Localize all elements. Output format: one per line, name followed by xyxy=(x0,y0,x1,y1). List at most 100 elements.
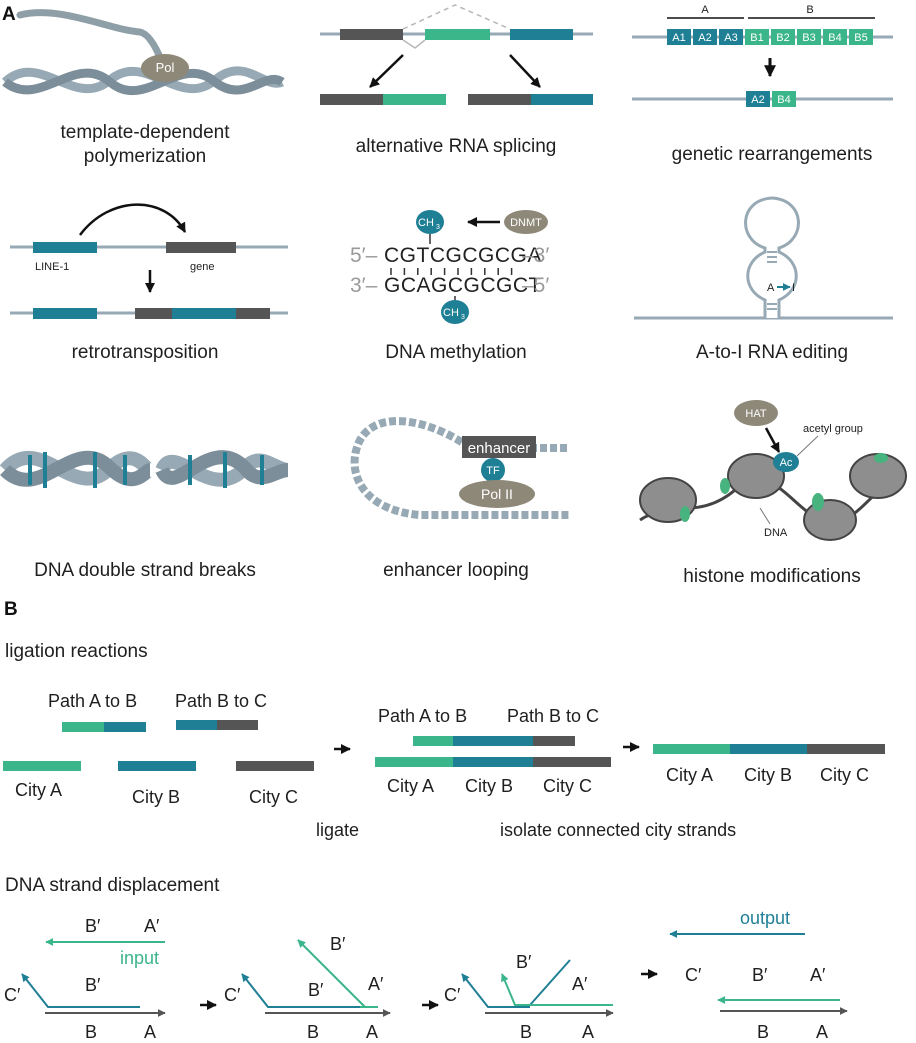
tf-label: TF xyxy=(486,465,500,477)
out-a2: A2 xyxy=(751,94,764,106)
rna-editing-diagram: A I xyxy=(634,196,893,320)
segment-a2 xyxy=(693,29,717,45)
output-label: output xyxy=(740,908,790,928)
title-ligation: ligation reactions xyxy=(5,641,148,662)
ligation-hybrid: Path A to B Path B to C City A City B Ci… xyxy=(375,706,611,796)
caption-histone: histone modifications xyxy=(683,566,860,587)
s2-bprime-top: B′ xyxy=(330,934,346,954)
city-b-label-3: City B xyxy=(744,765,792,785)
ac-label: Ac xyxy=(780,457,793,469)
segment-b3 xyxy=(797,29,821,45)
city-a-label-1: City A xyxy=(15,780,62,800)
isolate-label: isolate connected city strands xyxy=(500,820,736,840)
caption-polymerization-2: polymerization xyxy=(84,146,207,167)
s1-bprime-top: B′ xyxy=(85,916,101,936)
ligation-output: City A City B City C xyxy=(653,744,885,785)
gene-label: gene xyxy=(190,261,214,273)
caption-dsb: DNA double strand breaks xyxy=(34,560,256,581)
panel-b-label: B xyxy=(4,599,18,620)
segment-label-b3: B3 xyxy=(802,32,815,44)
s3-b: B xyxy=(520,1022,532,1042)
methylation-diagram: CH 3 DNMT 5′– CGTCGCGCGA –3′ 3′– GCAGCGC… xyxy=(350,210,549,324)
s4-aprime: A′ xyxy=(810,965,826,985)
displacement-step-4: output C′ B′ A′ B A xyxy=(669,908,848,1042)
pol-label: Pol xyxy=(156,60,175,75)
group-b-label: B xyxy=(806,4,813,16)
s3-bprime: B′ xyxy=(516,952,532,972)
edit-a: A xyxy=(767,282,775,294)
seq-3prime-bottom: 3′– xyxy=(350,274,378,297)
segment-label-a1: A1 xyxy=(672,32,685,44)
polymerization-diagram: Pol xyxy=(1,9,285,96)
s4-a: A xyxy=(816,1022,828,1042)
s4-cprime: C′ xyxy=(685,965,702,985)
ch3-bottom: CH xyxy=(443,307,459,319)
segment-label-b1: B1 xyxy=(750,32,763,44)
svg-text:3: 3 xyxy=(436,224,440,231)
city-c-label-1: City C xyxy=(249,787,298,807)
svg-text:3: 3 xyxy=(461,314,465,321)
segment-label-a2: A2 xyxy=(698,32,711,44)
caption-enhancer-looping: enhancer looping xyxy=(383,560,529,581)
segment-label-a3: A3 xyxy=(724,32,737,44)
segment-label-b5: B5 xyxy=(854,32,867,44)
segment-row: A1 A2 A3 B1 B2 B3 B4 B5 xyxy=(667,29,873,45)
segment-a3 xyxy=(719,29,743,45)
line1-label: LINE-1 xyxy=(35,261,69,273)
seq-bottom: GCAGCGCGCT xyxy=(384,274,542,297)
enhancer-label: enhancer xyxy=(468,440,531,457)
s1-aprime-top: A′ xyxy=(144,916,160,936)
city-a-label-2: City A xyxy=(387,776,434,796)
caption-rna-editing: A-to-I RNA editing xyxy=(696,342,848,363)
segment-b4 xyxy=(823,29,847,45)
segment-b5 xyxy=(849,29,873,45)
ch3-top: CH xyxy=(418,217,434,229)
caption-retrotransposition: retrotransposition xyxy=(72,342,219,363)
segment-a1 xyxy=(667,29,691,45)
s3-cprime: C′ xyxy=(444,985,461,1005)
displacement-step-1: B′ A′ input B′ C′ B A xyxy=(4,916,166,1042)
segment-b2 xyxy=(771,29,795,45)
acetyl-label: acetyl group xyxy=(803,423,863,435)
polymerase-shape xyxy=(141,54,189,82)
s2-a: A xyxy=(366,1022,378,1042)
s2-cprime: C′ xyxy=(224,985,241,1005)
city-a-label-3: City A xyxy=(666,765,713,785)
path-bc-label-1: Path B to C xyxy=(175,691,267,711)
input-label: input xyxy=(120,948,159,968)
out-b4: B4 xyxy=(777,94,790,106)
enhancer-looping-diagram: enhancer TF Pol II xyxy=(350,417,570,519)
caption-splicing: alternative RNA splicing xyxy=(356,136,557,157)
ligation-inputs: Path A to B Path B to C City A City B Ci… xyxy=(3,691,314,807)
segment-label-b4: B4 xyxy=(828,32,841,44)
edit-i: I xyxy=(792,282,795,294)
segment-label-b2: B2 xyxy=(776,32,789,44)
splicing-diagram xyxy=(320,4,593,105)
group-a-label: A xyxy=(701,4,709,16)
title-strand-displacement: DNA strand displacement xyxy=(5,875,220,896)
panel-a-label: A xyxy=(2,4,16,25)
dna-label: DNA xyxy=(764,527,788,539)
path-ab-label-1: Path A to B xyxy=(48,691,137,711)
dsb-diagram xyxy=(0,450,290,488)
s1-cprime: C′ xyxy=(4,985,21,1005)
displacement-step-2: B′ A′ B′ C′ B A xyxy=(224,934,391,1042)
s4-b: B xyxy=(757,1022,769,1042)
seq-3prime: –3′ xyxy=(522,244,549,267)
retrotransposition-diagram: LINE-1 gene xyxy=(10,203,288,319)
city-b-label-2: City B xyxy=(465,776,513,796)
path-bc-label-2: Path B to C xyxy=(507,706,599,726)
city-b-label-1: City B xyxy=(132,787,180,807)
s3-a: A xyxy=(582,1022,594,1042)
seq-top: CGTCGCGCGA xyxy=(384,244,542,267)
pol2-label: Pol II xyxy=(481,486,513,502)
s4-bprime: B′ xyxy=(752,965,768,985)
s1-b: B xyxy=(85,1022,97,1042)
s2-bprime: B′ xyxy=(308,980,324,1000)
displacement-step-3: B′ A′ C′ B A xyxy=(444,952,614,1042)
caption-methylation: DNA methylation xyxy=(385,342,527,363)
city-c-label-3: City C xyxy=(820,765,869,785)
seq-5prime: 5′– xyxy=(350,244,378,267)
